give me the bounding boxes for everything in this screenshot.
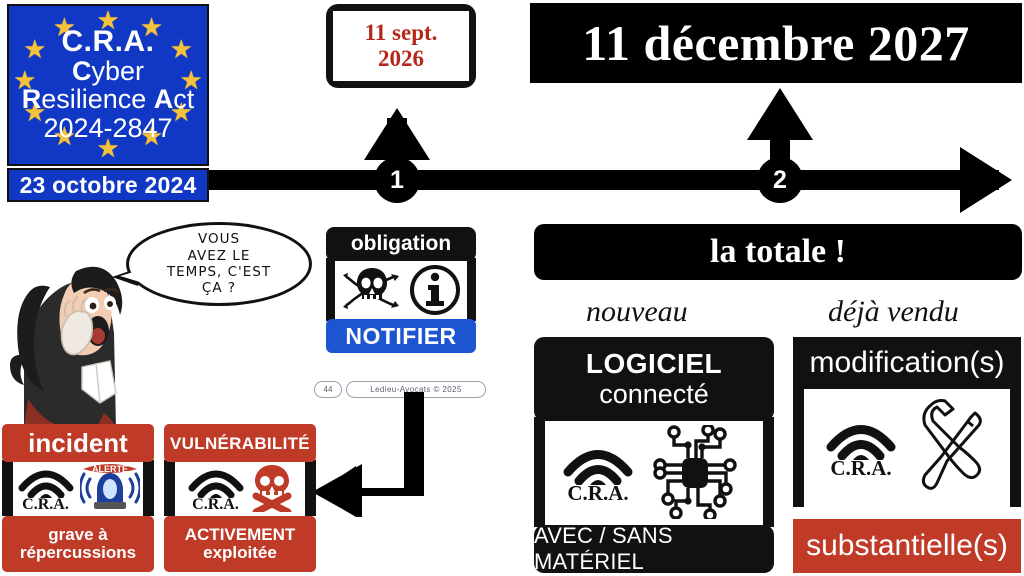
timeline-marker-1-arrow-icon [364, 108, 430, 160]
wrench-and-screwdriver-icon [921, 399, 982, 490]
card-incident-icons: C.R.A. ALERTE [2, 460, 154, 516]
speech-line-1: VOUS [197, 231, 241, 248]
card-logiciel-header: LOGICIEL connecté [534, 337, 774, 421]
logo-line-resilience-act: Resilience Act [21, 84, 195, 115]
timeline-node-2: 2 [757, 157, 803, 203]
card-modifications-icons: C.R.A. [793, 387, 1021, 507]
notify-action-badge[interactable]: NOTIFIER [326, 319, 476, 353]
card-vulnerabilite-title: VULNÉRABILITÉ [164, 424, 316, 462]
card-logiciel-icons: C.R.A. [534, 417, 774, 527]
obligation-card-icons [326, 258, 476, 321]
subtitle-deja-vendu: déjà vendu [828, 295, 959, 328]
card-logiciel-footer: AVEC / SANS MATÉRIEL [534, 523, 774, 574]
wifi-cra-label: C.R.A. [830, 455, 892, 480]
timeline-arrowhead-icon [960, 147, 1012, 213]
card-vulnerabilite: VULNÉRABILITÉ C.R.A. [164, 424, 316, 572]
speech-bubble: VOUS AVEZ LE TEMPS, C'EST ÇA ? [112, 222, 312, 306]
milestone-2-date-banner: 11 décembre 2027 [530, 3, 1022, 83]
wifi-cra-icon: C.R.A. [825, 416, 897, 479]
wifi-cra-label: C.R.A. [22, 495, 69, 513]
timeline-axis [209, 170, 999, 190]
milestone-1-date-inner: 11 sept. 2026 [333, 11, 469, 81]
card-incident: incident C.R.A. AL [2, 424, 154, 572]
card-vulnerabilite-footer-line-2: exploitée [203, 543, 277, 562]
card-incident-footer-line-1: grave à [48, 524, 108, 544]
wifi-cra-label: C.R.A. [192, 495, 239, 513]
speech-line-3: TEMPS, C'EST [166, 264, 272, 280]
alert-beacon-icon: ALERTE [79, 464, 140, 509]
shocked-lawyer-illustration [4, 243, 126, 429]
information-circle-icon [410, 264, 460, 315]
wifi-cra-icon: C.R.A. [17, 464, 75, 513]
cra-logo-text: C.R.A. Cyber Resilience Act 2024-2847 [9, 6, 207, 164]
skull-and-crossbones-icon [252, 465, 291, 512]
obligation-card: obligation [326, 227, 476, 377]
card-logiciel-header-line-2: connecté [599, 378, 709, 409]
card-logiciel-connecte: LOGICIEL connecté C.R.A. [534, 337, 774, 574]
card-vulnerabilite-footer-line-1: ACTIVEMENT [184, 524, 296, 544]
obligation-card-header: obligation [326, 227, 476, 261]
card-modifications-header: modification(s) [793, 337, 1021, 389]
timeline-marker-2-arrow-icon [747, 88, 813, 140]
wifi-cra-icon: C.R.A. [562, 441, 634, 504]
la-totale-banner: la totale ! [534, 224, 1022, 280]
speech-line-2: AVEZ LE [187, 247, 251, 264]
wifi-cra-label: C.R.A. [567, 480, 629, 505]
milestone-1-date-line-1: 11 sept. [364, 20, 438, 46]
speech-bubble-text: VOUS AVEZ LE TEMPS, C'EST ÇA ? [126, 222, 312, 306]
flow-arrow-to-vulnerability-icon [300, 392, 424, 520]
speech-line-4: ÇA ? [201, 280, 237, 297]
cra-logo-block: ★ ★ ★ ★ ★ ★ ★ ★ ★ ★ ★ ★ C.R.A. Cyber Res… [7, 4, 209, 166]
logo-line-acronym: C.R.A. [61, 24, 155, 58]
logo-line-reference: 2024-2847 [43, 112, 173, 143]
start-date-badge: 23 octobre 2024 [7, 168, 209, 202]
slide-page-number: 44 [314, 381, 342, 398]
card-incident-title: incident [2, 424, 154, 462]
logo-line-cyber: Cyber [71, 56, 145, 87]
card-logiciel-header-line-1: LOGICIEL [585, 347, 723, 379]
microchip-circuit-icon [653, 425, 737, 519]
card-vulnerabilite-icons: C.R.A. [164, 460, 316, 516]
wifi-cra-icon: C.R.A. [187, 464, 245, 513]
milestone-1-date-line-2: 2026 [378, 46, 424, 71]
svg-text:ALERTE: ALERTE [92, 464, 128, 474]
skull-and-crossed-swords-icon [343, 267, 399, 309]
subtitle-nouveau: nouveau [586, 295, 688, 328]
timeline-node-1: 1 [374, 157, 420, 203]
card-incident-footer: grave à répercussions [2, 516, 154, 572]
speech-bubble-body [126, 222, 312, 306]
eu-stars-ring: ★ ★ ★ ★ ★ ★ ★ ★ ★ ★ ★ ★ [13, 5, 203, 164]
milestone-1-date-box: 11 sept. 2026 [326, 4, 476, 88]
card-incident-footer-line-2: répercussions [19, 543, 137, 562]
card-vulnerabilite-footer: ACTIVEMENT exploitée [164, 516, 316, 572]
card-modifications-footer: substantielle(s) [793, 519, 1021, 573]
card-modifications: modification(s) C.R.A. substantiell [793, 337, 1021, 573]
speech-bubble-tail-fill [120, 270, 140, 282]
